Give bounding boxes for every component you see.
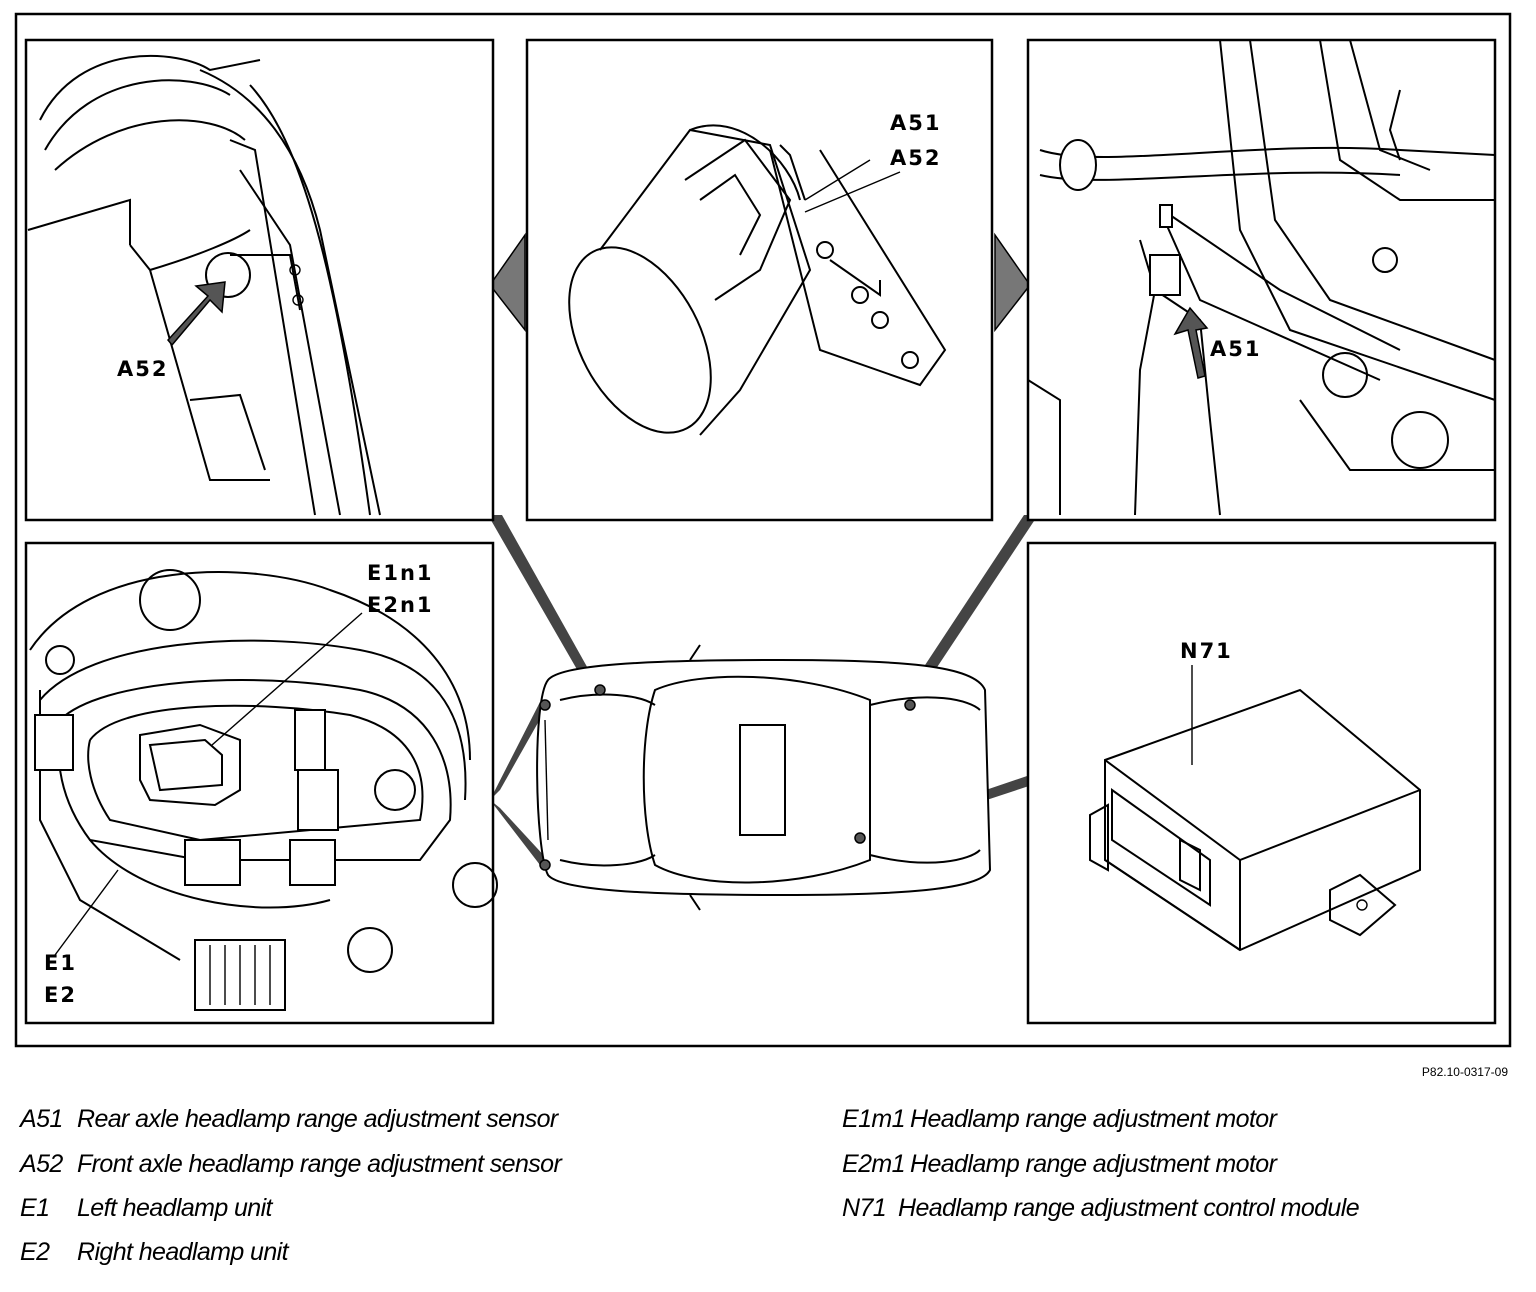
- legend-description: Front axle headlamp range adjustment sen…: [77, 1150, 563, 1178]
- legend-description: Right headlamp unit: [77, 1238, 290, 1266]
- callout-n71: N71: [1180, 639, 1233, 663]
- callout-e2n1: E2n1: [367, 593, 434, 617]
- panel-bottom-left: [24, 541, 498, 1025]
- legend-code: E1m1: [842, 1105, 905, 1133]
- legend-code: A51: [18, 1105, 63, 1133]
- figure-number: P82.10-0317-09: [1422, 1065, 1508, 1079]
- callout-a51-top-center: A51: [890, 111, 941, 135]
- legend-code: E2: [20, 1238, 50, 1266]
- left-arrow-icon: [489, 232, 526, 333]
- legend-code: N71: [842, 1194, 886, 1222]
- legend-code: A52: [18, 1150, 63, 1178]
- right-arrow-icon: [994, 232, 1031, 333]
- callout-e1: E1: [44, 951, 77, 975]
- legend-description: Left headlamp unit: [77, 1194, 274, 1222]
- panel-bottom-right: [1026, 541, 1497, 1025]
- legend-description: Rear axle headlamp range adjustment sens…: [77, 1105, 560, 1133]
- callout-e2: E2: [44, 983, 77, 1007]
- callout-a51-top-right: A51: [1210, 337, 1261, 361]
- legend-description: Headlamp range adjustment control module: [898, 1194, 1359, 1222]
- callout-a52-top-center: A52: [890, 146, 941, 170]
- callout-a52-top-left: A52: [117, 357, 168, 381]
- legend-left: A51 Rear axle headlamp range adjustment …: [18, 1105, 564, 1266]
- legend-right: E1m1 Headlamp range adjustment motor E2m…: [842, 1105, 1360, 1222]
- legend-description: Headlamp range adjustment motor: [910, 1105, 1279, 1133]
- car-top-view: [536, 644, 992, 911]
- legend-code: E2m1: [842, 1150, 905, 1178]
- panel-top-right: [1026, 38, 1497, 522]
- callout-e1n1: E1n1: [367, 561, 434, 585]
- legend-description: Headlamp range adjustment motor: [910, 1150, 1279, 1178]
- panel-top-left: [24, 38, 495, 522]
- legend-code: E1: [20, 1194, 49, 1222]
- panel-top-center: [525, 38, 994, 522]
